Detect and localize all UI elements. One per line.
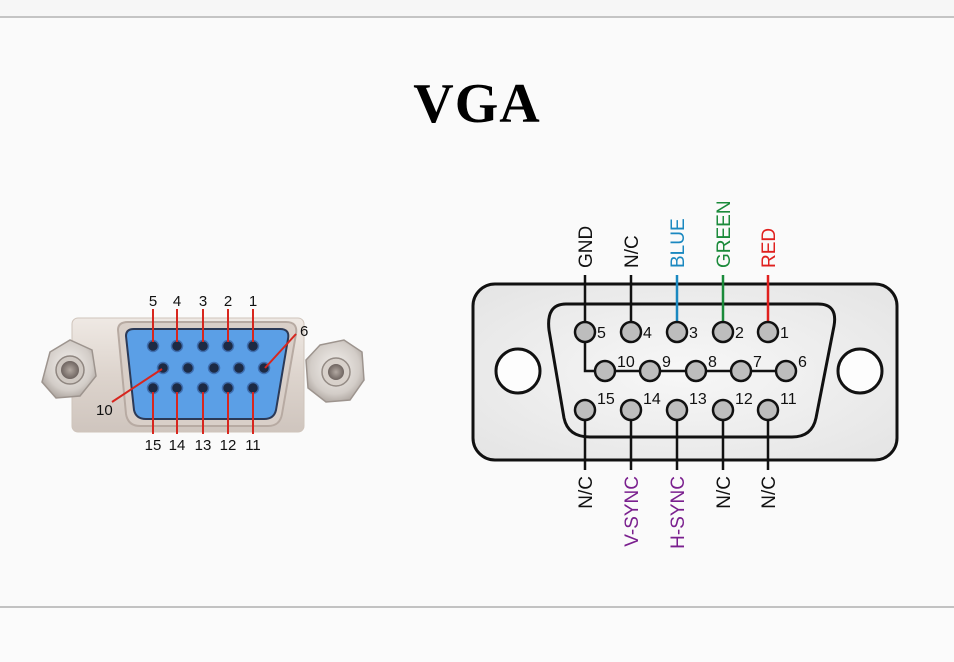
photo-pin-label: 2 (224, 293, 232, 310)
schematic-pin-1 (756, 320, 780, 344)
d-shell-blue-insert (124, 328, 290, 420)
photo-leader-line (264, 333, 297, 369)
schematic-pin-14 (619, 398, 643, 422)
signal-label-pin-11: N/C (759, 476, 780, 509)
schematic-pin-number: 14 (643, 391, 661, 408)
photo-pin-hole (221, 381, 235, 395)
signal-label-pin-2: GREEN (714, 200, 735, 268)
right-hex-nut (305, 339, 365, 403)
photo-pin-label: 14 (169, 437, 186, 454)
photo-pin-hole (196, 381, 210, 395)
photo-pin-hole (221, 339, 235, 353)
signal-label-pin-4: N/C (622, 235, 643, 268)
photo-pin-label: 1 (249, 293, 257, 310)
schematic-pin-9 (638, 359, 662, 383)
left-mounting-hole (494, 347, 542, 395)
schematic-pin-number: 11 (780, 391, 797, 408)
schematic-pin-11 (756, 398, 780, 422)
photo-pin-label: 4 (173, 293, 181, 310)
photo-pin-label: 3 (199, 293, 207, 310)
photo-pin-hole (232, 361, 246, 375)
schematic-pin-number: 5 (597, 325, 606, 342)
photo-pin-hole (146, 381, 160, 395)
schematic-pins (573, 320, 798, 422)
schematic-d-shell (547, 302, 837, 439)
schematic-pin-number: 13 (689, 391, 707, 408)
schematic-pin-6 (774, 359, 798, 383)
schematic-pin-numbers: 5 4 3 2 1 10 9 8 7 6 15 14 13 12 11 (597, 325, 807, 408)
schematic-pin-number: 1 (780, 325, 789, 342)
photo-pin-label: 11 (245, 437, 261, 454)
photo-pin-hole (170, 381, 184, 395)
photo-pin-hole (246, 339, 260, 353)
schematic-pin-number: 10 (617, 354, 635, 371)
photo-pin-label: 12 (220, 437, 237, 454)
schematic-pin-3 (665, 320, 689, 344)
photo-pin-hole (196, 339, 210, 353)
photo-pin-hole (146, 339, 160, 353)
schematic-signal-labels: GND N/C BLUE GREEN RED N/C V-SYNC H-SYNC N/C N/C (576, 200, 780, 548)
schematic-connector: 5 4 3 2 1 10 9 8 7 6 15 14 13 12 11 GND N/C BLUE GREEN RED… (471, 200, 899, 549)
schematic-pin-7 (729, 359, 753, 383)
schematic-pin-number: 2 (735, 325, 744, 342)
photo-pin-hole (207, 361, 221, 375)
photo-leader-lines (111, 309, 297, 434)
photo-pin-label: 13 (195, 437, 212, 454)
schematic-pin-number: 12 (735, 391, 753, 408)
top-divider-bar (0, 0, 954, 18)
signal-label-pin-14: V-SYNC (622, 476, 643, 547)
diagram-title: VGA (413, 73, 541, 135)
signal-label-pin-3: BLUE (668, 218, 689, 268)
schematic-pin-5 (573, 320, 597, 344)
signal-label-pin-15: N/C (576, 476, 597, 509)
schematic-pin-13 (665, 398, 689, 422)
schematic-pin-15 (573, 398, 597, 422)
schematic-pin-number: 4 (643, 325, 652, 342)
photo-pin-hole (181, 361, 195, 375)
signal-label-pin-5: GND (576, 226, 597, 268)
photo-pin-label: 5 (149, 293, 157, 310)
schematic-pin-10 (593, 359, 617, 383)
ground-bus-wire (583, 275, 786, 373)
signal-label-pin-12: N/C (714, 476, 735, 509)
schematic-pin-number: 8 (708, 354, 717, 371)
schematic-pin-8 (684, 359, 708, 383)
photo-pin-hole (246, 381, 260, 395)
photo-leader-line (111, 368, 163, 403)
signal-label-pin-1: RED (759, 228, 780, 268)
photo-pin-label: 10 (96, 402, 113, 419)
schematic-pin-12 (711, 398, 735, 422)
schematic-pin-number: 9 (662, 354, 671, 371)
right-mounting-hole (836, 347, 884, 395)
schematic-pin-2 (711, 320, 735, 344)
left-hex-nut (41, 339, 97, 399)
photo-pin-hole (170, 339, 184, 353)
schematic-pin-number: 15 (597, 391, 615, 408)
signal-label-pin-13: H-SYNC (668, 476, 689, 549)
schematic-pin-number: 3 (689, 325, 698, 342)
photo-pin-label: 15 (145, 437, 162, 454)
schematic-pin-4 (619, 320, 643, 344)
schematic-pin-number: 6 (798, 354, 807, 371)
schematic-pin-number: 7 (753, 354, 762, 371)
bottom-divider-bar (0, 606, 954, 662)
photo-pin-label: 6 (300, 323, 308, 340)
